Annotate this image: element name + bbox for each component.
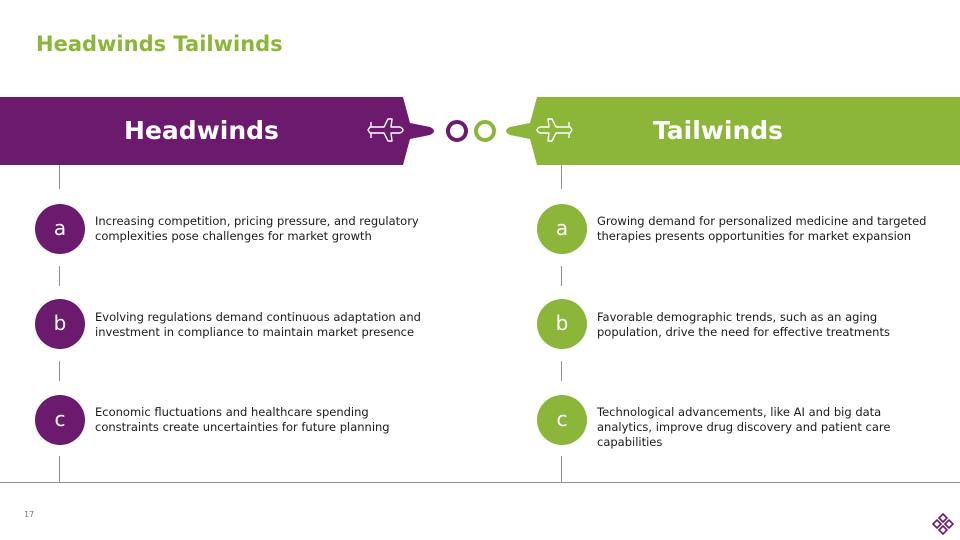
headwinds-badge-a: a [35, 204, 85, 254]
headwinds-connector-line [59, 266, 60, 286]
page-title: Headwinds Tailwinds [36, 32, 283, 56]
headwinds-item-text: Economic fluctuations and healthcare spe… [95, 405, 390, 434]
headwinds-heading: Headwinds [124, 116, 279, 145]
tailwinds-connector-line [561, 361, 562, 381]
left-ring-icon [446, 120, 468, 142]
headwinds-connector-line [59, 456, 60, 482]
tailwinds-connector-line [561, 165, 562, 189]
headwinds-badge-b: b [35, 299, 85, 349]
tailwinds-badge-c: c [537, 395, 587, 445]
tailwinds-item-text: Favorable demographic trends, such as an… [597, 310, 890, 339]
tailwinds-banner: Tailwinds [543, 97, 960, 165]
tailwinds-connector-line [561, 266, 562, 286]
diamond-logo-icon [931, 512, 955, 536]
headwinds-badge-c: c [35, 395, 85, 445]
tailwinds-badge-a: a [537, 204, 587, 254]
tailwinds-item-text: Growing demand for personalized medicine… [597, 214, 927, 243]
planes-graphic [367, 97, 573, 165]
headwinds-item-text: Evolving regulations demand continuous a… [95, 310, 421, 339]
headwinds-item-text: Increasing competition, pricing pressure… [95, 214, 419, 243]
right-ring-icon [474, 120, 496, 142]
headwinds-connector-line [59, 361, 60, 381]
right-airplane-icon [506, 97, 573, 165]
tailwinds-heading: Tailwinds [652, 116, 784, 145]
page-number: 17 [24, 510, 35, 519]
tailwinds-connector-line [561, 456, 562, 482]
tailwinds-item-text: Technological advancements, like AI and … [597, 405, 891, 449]
footer-divider [0, 482, 960, 483]
headwinds-banner: Headwinds [0, 97, 403, 165]
headwinds-connector-line [59, 165, 60, 189]
tailwinds-badge-b: b [537, 299, 587, 349]
left-airplane-icon [367, 97, 434, 165]
